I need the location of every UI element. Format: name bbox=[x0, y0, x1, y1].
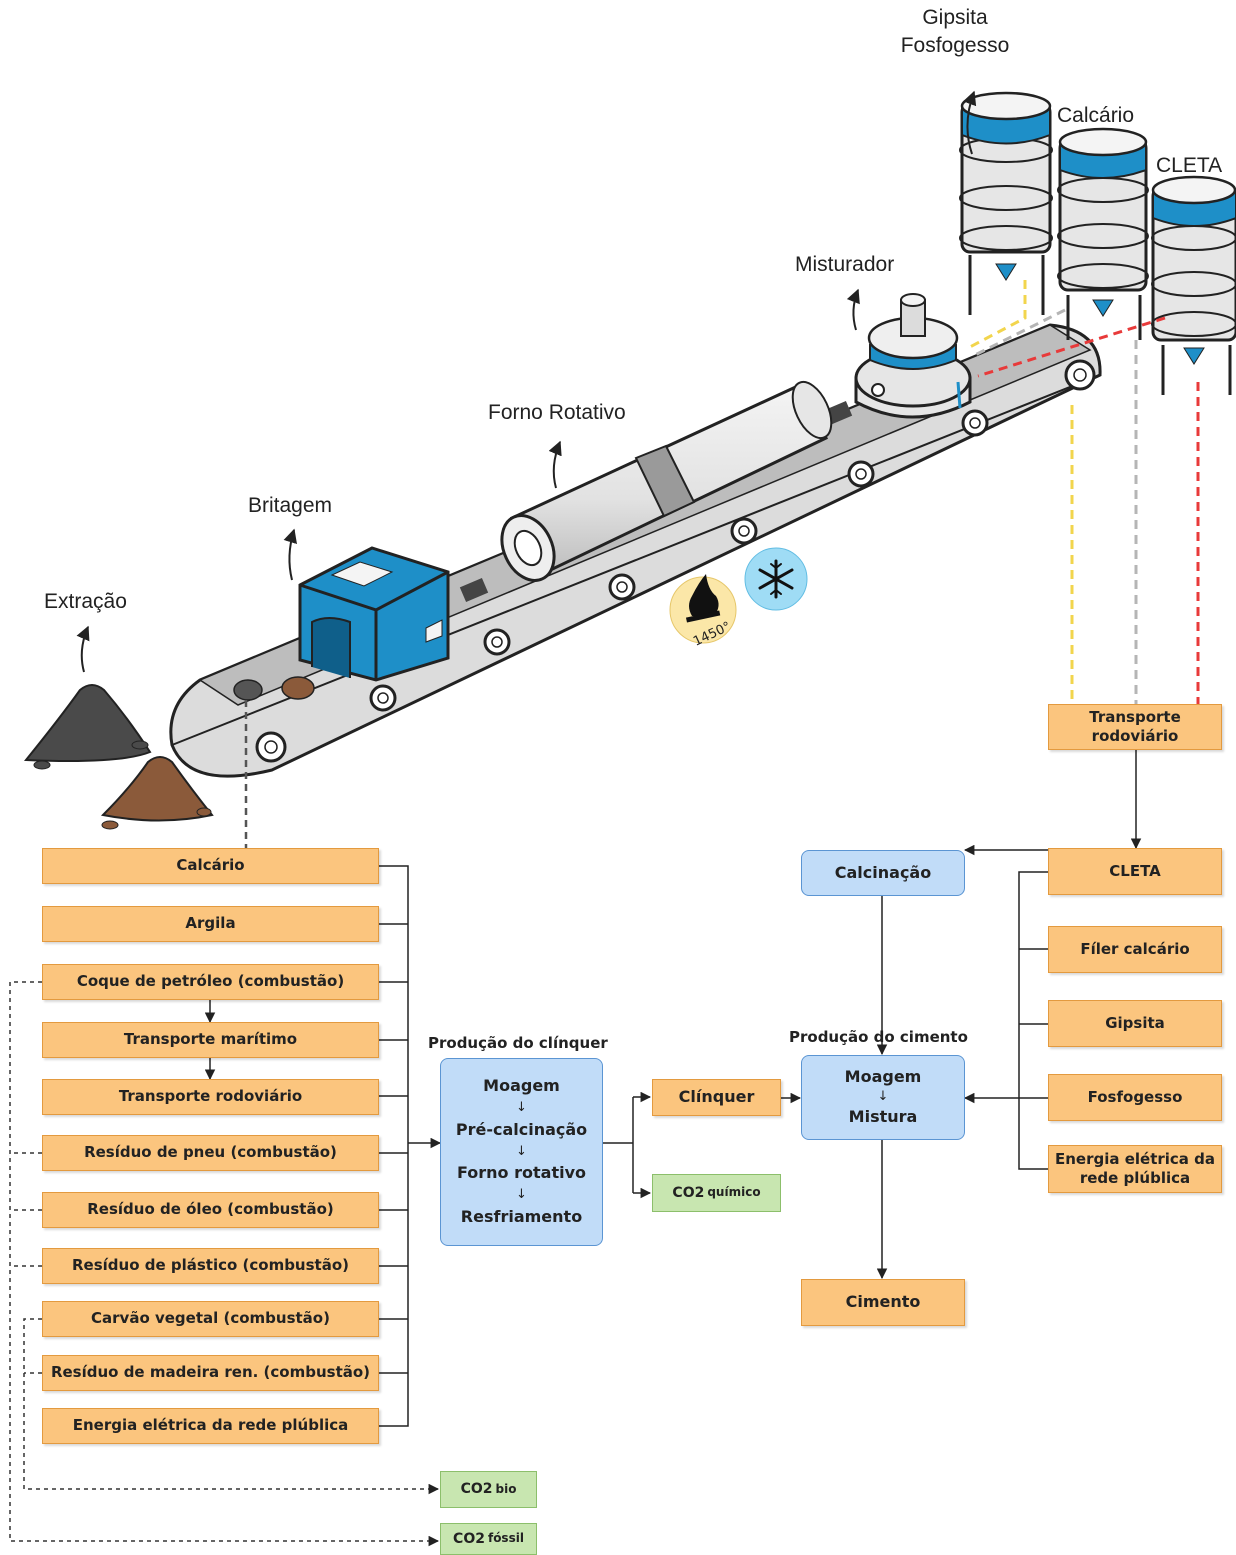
co2-bio-sub: bio bbox=[495, 1481, 517, 1496]
raw-material-piles bbox=[23, 684, 214, 830]
rotary-kiln bbox=[500, 380, 833, 582]
label-cleta-silo: CLETA bbox=[1156, 154, 1223, 177]
input-argila: Argila bbox=[42, 906, 379, 942]
silo-gipsita bbox=[959, 91, 1053, 315]
clinker-production-title: Produção do clínquer bbox=[428, 1034, 608, 1052]
input-fosfogesso: Fosfogesso bbox=[1048, 1074, 1222, 1121]
input-residuo-pneu: Resíduo de pneu (combustão) bbox=[42, 1135, 379, 1171]
input-transporte-maritimo: Transporte marítimo bbox=[42, 1022, 379, 1058]
co2-quimico-sub: químico bbox=[707, 1185, 761, 1200]
co2-fossil-label: CO2 bbox=[453, 1530, 485, 1547]
input-energia-eletrica: Energia elétrica da rede plública bbox=[42, 1408, 379, 1444]
down-arrow-icon: ↓ bbox=[516, 1143, 527, 1159]
down-arrow-icon: ↓ bbox=[516, 1100, 527, 1116]
input-residuo-oleo: Resíduo de óleo (combustão) bbox=[42, 1192, 379, 1228]
co2-quimico-label: CO2 bbox=[672, 1184, 705, 1201]
label-calcario-silo: Calcário bbox=[1057, 104, 1135, 127]
input-residuo-madeira: Resíduo de madeira ren. (combustão) bbox=[42, 1355, 379, 1391]
input-calcario: Calcário bbox=[42, 848, 379, 884]
co2-bio-label: CO2 bbox=[460, 1481, 493, 1498]
fire-icon: 1450° bbox=[669, 574, 737, 650]
output-clinquer: Clínquer bbox=[652, 1079, 781, 1116]
output-cimento: Cimento bbox=[801, 1279, 965, 1326]
label-britagem: Britagem bbox=[248, 494, 333, 517]
input-carvao-vegetal: Carvão vegetal (combustão) bbox=[42, 1301, 379, 1337]
label-misturador: Misturador bbox=[795, 253, 895, 276]
clinker-production-stage: Moagem ↓ Pré-calcinação ↓ Forno rotativo… bbox=[440, 1058, 603, 1246]
label-forno-rotativo: Forno Rotativo bbox=[488, 401, 626, 424]
down-arrow-icon: ↓ bbox=[516, 1187, 527, 1203]
input-residuo-plastico: Resíduo de plástico (combustão) bbox=[42, 1248, 379, 1284]
co2-fossil-sub: fóssil bbox=[487, 1531, 524, 1546]
input-energia-eletrica-right: Energia elétrica da rede plública bbox=[1048, 1145, 1222, 1193]
cement-production-stage: Moagem ↓ Mistura bbox=[801, 1055, 965, 1140]
label-gipsita: Gipsita bbox=[922, 6, 988, 29]
snowflake-icon bbox=[744, 547, 808, 611]
silo-cleta bbox=[1151, 175, 1236, 395]
input-cleta: CLETA bbox=[1048, 848, 1222, 895]
label-fosfogesso: Fosfogesso bbox=[900, 34, 1010, 57]
flow-connectors bbox=[9, 700, 1142, 1547]
input-gipsita: Gipsita bbox=[1048, 1000, 1222, 1047]
down-arrow-icon: ↓ bbox=[877, 1089, 889, 1105]
input-transporte-rodoviario-right: Transporte rodoviário bbox=[1048, 704, 1222, 750]
silo-feed-lines bbox=[967, 280, 1200, 704]
step-mistura: Mistura bbox=[848, 1106, 918, 1126]
input-coque-petroleo: Coque de petróleo (combustão) bbox=[42, 964, 379, 1000]
crusher-machine bbox=[298, 546, 450, 682]
silo-calcario bbox=[1057, 127, 1149, 340]
mixer-machine bbox=[854, 293, 972, 419]
cement-production-title: Produção do cimento bbox=[789, 1028, 968, 1046]
conveyor-illustration: 1450° bbox=[23, 90, 1236, 830]
step-pre-calcinacao: Pré-calcinação bbox=[455, 1119, 588, 1139]
step-moagem: Moagem bbox=[483, 1076, 560, 1096]
step-moagem-cimento: Moagem bbox=[844, 1067, 922, 1087]
label-extracao: Extração bbox=[44, 590, 127, 613]
step-forno-rotativo: Forno rotativo bbox=[457, 1163, 586, 1183]
input-filer-calcario: Fíler calcário bbox=[1048, 926, 1222, 973]
input-transporte-rodoviario: Transporte rodoviário bbox=[42, 1079, 379, 1115]
calcinacao-box: Calcinação bbox=[801, 850, 965, 896]
label-pointer-arrows bbox=[76, 90, 977, 673]
step-resfriamento: Resfriamento bbox=[460, 1206, 583, 1226]
